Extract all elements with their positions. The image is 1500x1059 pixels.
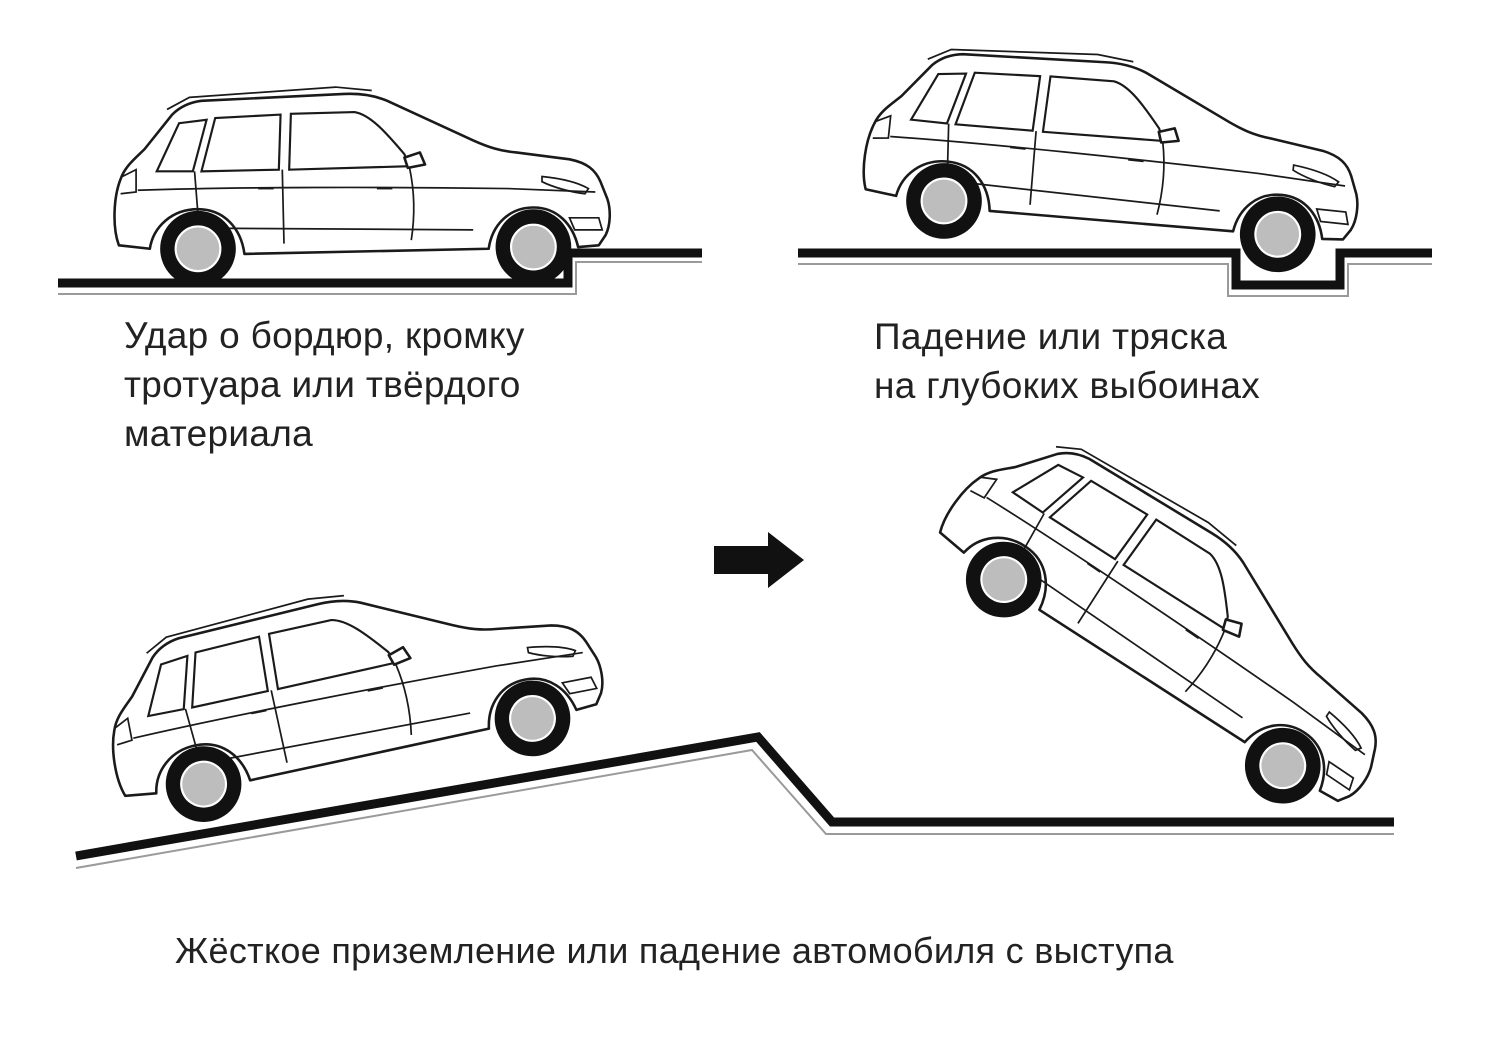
scene-drop: [913, 399, 1435, 841]
car-on-ramp: [91, 547, 615, 837]
car-falling: [913, 399, 1435, 841]
caption-potholes: Падение или тряска на глубоких выбоинах: [874, 312, 1260, 410]
right-arrow-icon: [714, 532, 804, 588]
caption-curb-impact: Удар о бордюр, кромку тротуара или твёрд…: [124, 311, 525, 458]
scene-pothole: [798, 31, 1432, 296]
car-pothole: [857, 31, 1370, 281]
caption-hard-landing: Жёсткое приземление или падение автомоби…: [175, 926, 1174, 975]
scene-curb-impact: [58, 87, 702, 294]
pothole-ground-line: [798, 253, 1432, 285]
car-curb: [115, 87, 610, 287]
curb-ground-line: [58, 253, 702, 283]
